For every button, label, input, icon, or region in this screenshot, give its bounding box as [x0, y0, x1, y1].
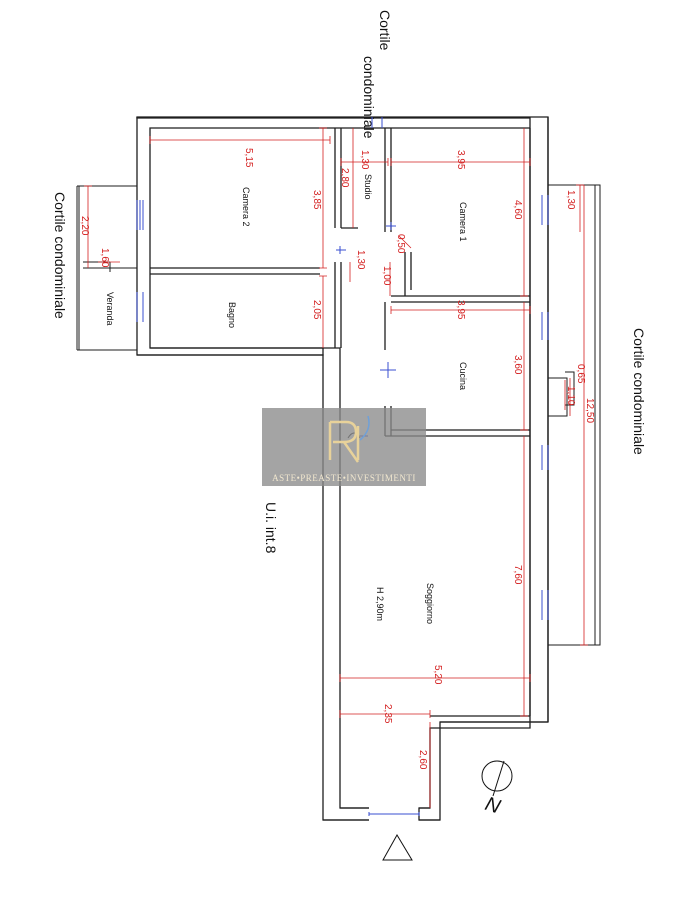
room-height: H 2,90m	[375, 587, 385, 621]
dim-520: 5,20	[432, 665, 443, 685]
dim-050: 0,50	[395, 234, 406, 254]
room-veranda: Veranda	[105, 292, 115, 326]
dim-360: 3,60	[512, 355, 523, 375]
dim-235: 2,35	[382, 704, 393, 724]
balconies	[76, 184, 601, 646]
cortile-right: Cortile condominiale	[631, 328, 647, 455]
dimension-lines	[84, 127, 588, 808]
dim-160: 1,60	[99, 248, 110, 268]
north-label: N	[482, 793, 503, 819]
outside-labels: Cortile condominiale Cortile condominial…	[52, 10, 647, 554]
dim-760: 7,60	[512, 565, 523, 585]
dim-280: 2,80	[339, 168, 350, 188]
dim-1250: 12,50	[584, 398, 595, 423]
unit-label: U.i. int.8	[263, 502, 279, 554]
entrance-marker	[382, 834, 413, 861]
dim-130-hall: 1,30	[355, 250, 366, 270]
cortile-left: Cortile condominiale	[52, 192, 68, 319]
dim-395-camera1: 3,95	[455, 150, 466, 170]
room-soggiorno: Soggiorno	[425, 583, 435, 624]
room-camera-1: Camera 1	[458, 202, 468, 242]
dim-130-studio: 1,30	[359, 150, 370, 170]
watermark-logo-icon	[328, 415, 370, 463]
room-studio: Studio	[363, 174, 373, 200]
inner-walls	[150, 128, 530, 437]
room-bagno: Bagno	[227, 302, 237, 328]
cortile-top-line2: condominiale	[361, 56, 377, 139]
dim-205: 2,05	[311, 300, 322, 320]
dim-100: 1,00	[381, 266, 392, 286]
room-labels: Camera 2 Studio Camera 1 Veranda Bagno C…	[105, 174, 468, 624]
dim-110: 1,10	[565, 386, 576, 406]
room-camera-2: Camera 2	[241, 187, 251, 227]
dim-515: 5,15	[243, 148, 254, 168]
windows	[136, 117, 549, 816]
room-cucina: Cucina	[458, 362, 468, 390]
dim-065: 0,65	[575, 364, 586, 384]
dim-260: 2,60	[417, 750, 428, 770]
dim-130-balcony: 1,30	[565, 190, 576, 210]
dim-220: 2,20	[79, 216, 90, 236]
north-arrow: N	[481, 760, 513, 819]
watermark: ASTE•PREASTE•INVESTIMENTI	[262, 408, 426, 486]
dim-395-cucina: 3,95	[455, 300, 466, 320]
dim-385: 3,85	[311, 190, 322, 210]
dimension-labels: 5,15 1,30 3,95 2,80 3,85 4,60 1,30 2,20 …	[79, 148, 595, 770]
cortile-top-line1: Cortile	[377, 10, 393, 51]
watermark-text: ASTE•PREASTE•INVESTIMENTI	[272, 473, 416, 483]
dim-460: 4,60	[512, 200, 523, 220]
